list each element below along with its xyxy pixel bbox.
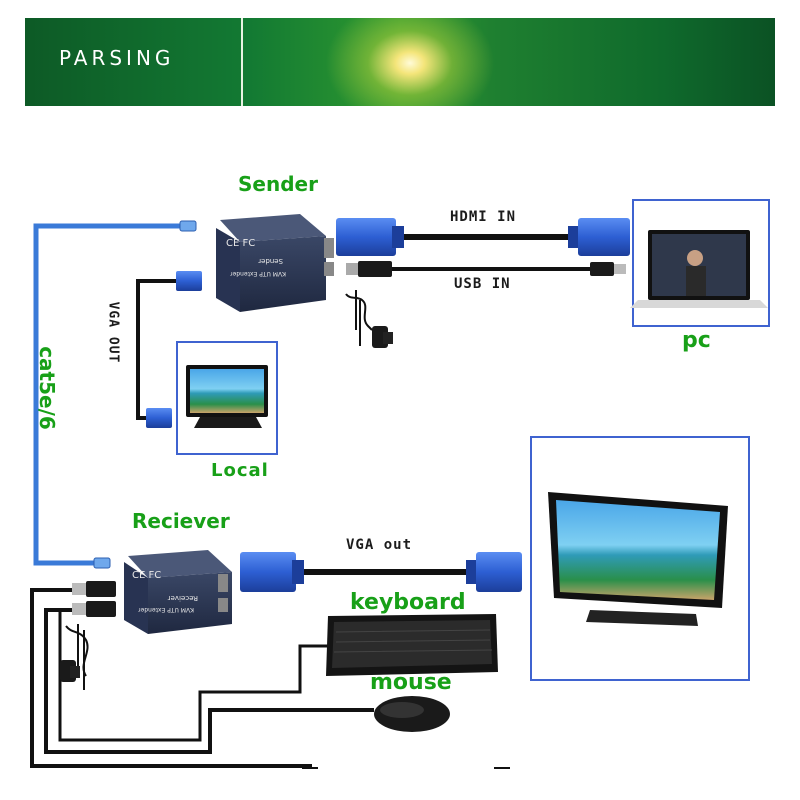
receiver-vga-cable (240, 552, 522, 592)
hdmi-in-label: HDMI IN (450, 209, 517, 225)
laptop (630, 230, 768, 308)
peripheral-cables (30, 588, 374, 768)
receiver-device: CE FC Receiver KVM UTP Extender (124, 550, 232, 634)
svg-text:KVM UTP Extender: KVM UTP Extender (230, 270, 286, 277)
banner: PARSING (25, 18, 775, 106)
vga-out-vertical-label: VGA OUT (105, 301, 121, 364)
banner-glow (325, 18, 495, 106)
svg-text:KVM UTP Extender: KVM UTP Extender (138, 606, 194, 613)
hdmi-cable (336, 218, 630, 256)
local-monitor (186, 365, 268, 428)
sender-power-adapter (345, 290, 393, 348)
local-label: Local (211, 460, 269, 481)
mouse-label: mouse (370, 670, 452, 695)
receiver-power-adapter (60, 624, 89, 690)
banner-title: PARSING (59, 46, 175, 70)
svg-text:Receiver: Receiver (168, 594, 198, 602)
cat-cable-label: cat5e/6 (34, 346, 59, 430)
pc-label: pc (682, 328, 711, 353)
usb-in-label: USB IN (454, 276, 511, 292)
sender-label: Sender (238, 172, 318, 196)
svg-text:Sender: Sender (258, 257, 283, 265)
big-monitor (548, 492, 728, 626)
receiver-label: Reciever (132, 509, 230, 533)
svg-text:CE FC: CE FC (132, 570, 161, 581)
local-vga-cable (136, 271, 202, 428)
cat-cable (33, 220, 197, 569)
receiver-usb-plugs (72, 581, 116, 617)
banner-divider (241, 18, 243, 106)
vga-out-receiver-label: VGA out (346, 537, 413, 553)
usb-cable (346, 261, 626, 277)
keyboard-label: keyboard (350, 590, 466, 615)
sender-device: CE FC Sender KVM UTP Extender (216, 214, 334, 312)
svg-text:CE FC: CE FC (226, 238, 255, 249)
mouse (374, 696, 450, 732)
keyboard (326, 614, 498, 676)
